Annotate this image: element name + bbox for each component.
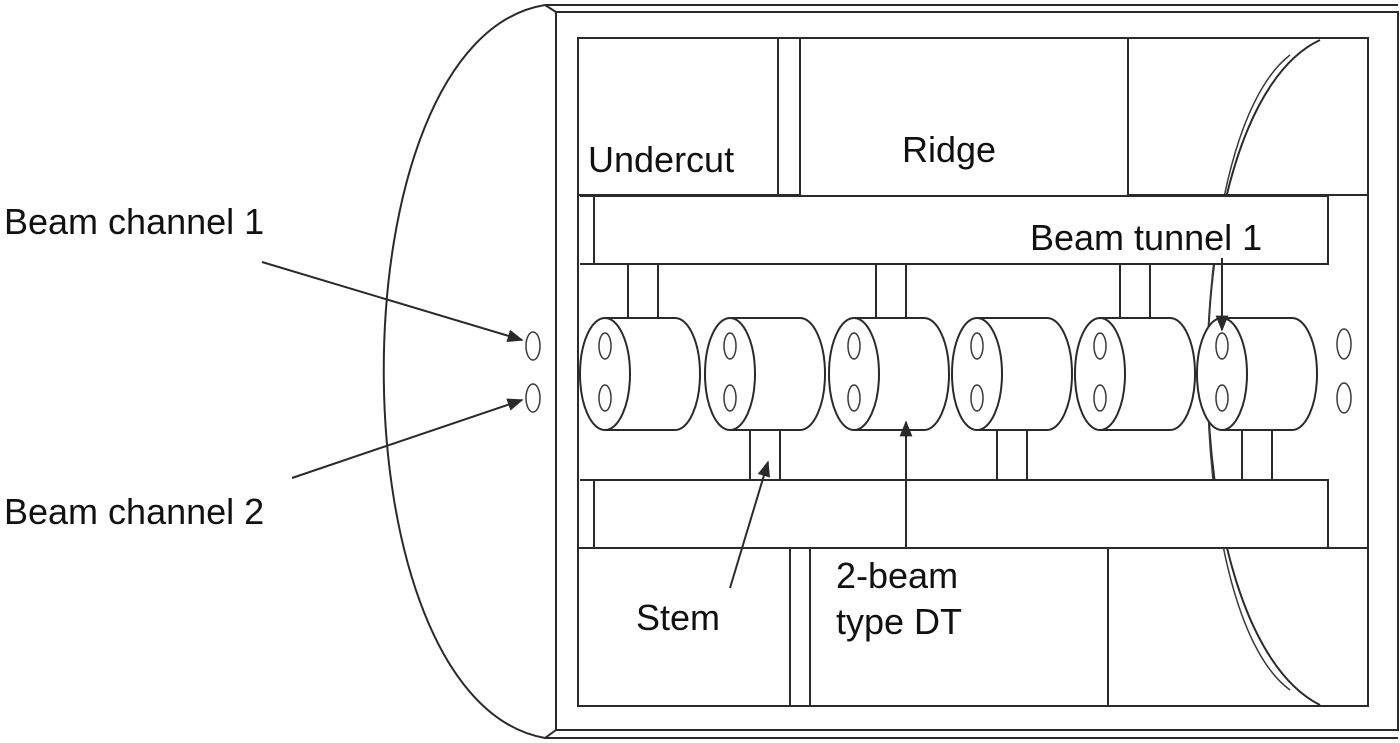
label-2-beam: 2-beam (836, 555, 958, 596)
drift-tube-1 (579, 317, 701, 431)
beam-channel-holes-left (525, 331, 541, 413)
label-beam-channel-1: Beam channel 1 (4, 201, 264, 242)
upper-ridge (578, 38, 1368, 265)
label-stem: Stem (636, 597, 720, 638)
arrow-beam-channel-1 (261, 261, 524, 342)
tank-inner-frame (577, 37, 1369, 707)
arrow-beam-channel-2 (291, 398, 524, 479)
arrow-stem (729, 460, 770, 589)
label-beam-tunnel-1: Beam tunnel 1 (1030, 217, 1262, 258)
tank-top-edge (544, 4, 557, 13)
tank-outer-frame (555, 11, 1399, 731)
drift-tube-2 (704, 317, 826, 431)
label-undercut: Undercut (588, 139, 734, 180)
tank-bottom-edge (544, 729, 557, 739)
stems-top (627, 263, 1151, 321)
label-beam-channel-2: Beam channel 2 (4, 491, 264, 532)
lower-ridge (578, 479, 1368, 706)
tank-end-cap (382, 4, 1398, 739)
label-type-dt: type DT (836, 601, 962, 642)
drift-tube-5 (1074, 317, 1196, 431)
beam-channel-holes-right (1336, 328, 1352, 414)
label-ridge: Ridge (902, 129, 996, 170)
drift-tube-4 (951, 317, 1073, 431)
drift-tube-6 (1196, 317, 1318, 431)
drift-tube-3 (828, 317, 950, 431)
